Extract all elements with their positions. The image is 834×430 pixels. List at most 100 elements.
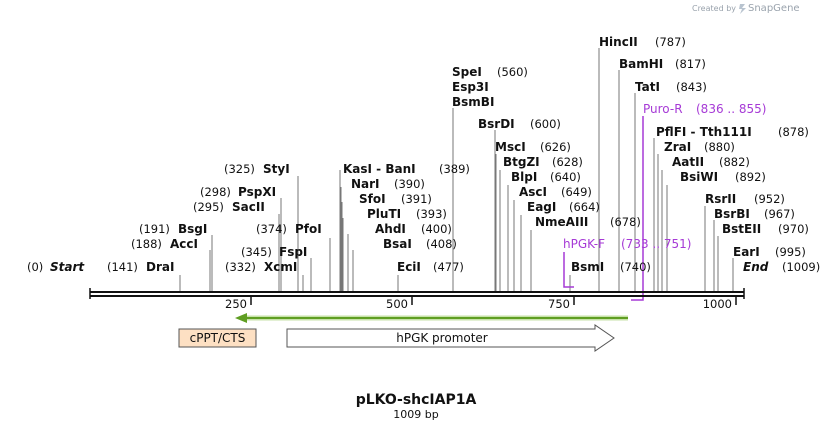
site-pos-zraI: (880) (704, 140, 735, 154)
site-name-accI: AccI (170, 237, 198, 251)
site-pos-end: (1009) (782, 260, 820, 274)
primer-puro-r-marker (631, 116, 644, 301)
site-name-zraI: ZraI (664, 140, 691, 154)
sequence-backbone (89, 288, 745, 299)
site-name-nmeAIII: NmeAIII (535, 215, 588, 229)
primer-markers (563, 116, 644, 301)
site-pos-earI: (995) (775, 245, 806, 259)
site-name-bsgI: BsgI (178, 222, 207, 236)
site-name-btgZI: BtgZI (503, 155, 540, 169)
site-name-sacII: SacII (232, 200, 265, 214)
site-name-styI: StyI (263, 162, 290, 176)
site-pos-bamHI: (817) (675, 57, 706, 71)
map-title: pLKO-shcIAP1A (356, 392, 477, 408)
site-name-ahdI: AhdI (375, 222, 406, 236)
site-name-tatI: TatI (635, 80, 660, 94)
site-pos-nmeAIII: (678) (610, 215, 641, 229)
site-pos-bsiWI: (892) (735, 170, 766, 184)
primer-name-puro-r: Puro-R (643, 102, 683, 116)
site-name-bsiWI: BsiWI (680, 170, 718, 184)
site-pos-bsgI: (191) (139, 222, 170, 236)
site-pos-hincII: (787) (655, 35, 686, 49)
map-title-block: pLKO-shcIAP1A 1009 bp (356, 392, 477, 421)
site-pos-pflFI: (878) (778, 125, 809, 139)
site-name-fspI: FspI (279, 245, 307, 259)
site-name-pluTI: PluTI (367, 207, 401, 221)
site-name-bstEII: BstEII (722, 222, 761, 236)
orf-arrow (235, 313, 628, 323)
site-name-end: End (743, 260, 769, 274)
site-pos-bsmI: (740) (620, 260, 651, 274)
ruler: 250 500 750 1000 (225, 296, 737, 311)
site-pos-bstEII: (970) (778, 222, 809, 236)
credit-brand: SnapGene (748, 3, 800, 14)
site-pos-ahdI: (400) (421, 222, 452, 236)
site-pos-narI: (390) (394, 177, 425, 191)
site-name-mscI: MscI (495, 140, 526, 154)
site-name-sfoI: SfoI (359, 192, 386, 206)
site-pos-pspXI: (298) (200, 185, 231, 199)
site-name-eciI: EciI (397, 260, 421, 274)
site-name-kasI-banI: KasI - BanI (343, 162, 416, 176)
primer-range-puro-r: (836 .. 855) (696, 102, 766, 116)
site-pos-xcmI: (332) (225, 260, 256, 274)
site-name-bsrDI: BsrDI (478, 117, 515, 131)
site-name-esp3I: Esp3I (452, 80, 489, 94)
snapgene-logo-icon (739, 4, 746, 14)
site-name-bamHI: BamHI (619, 57, 663, 71)
site-pos-draI: (141) (107, 260, 138, 274)
site-pos-bsrBI: (967) (764, 207, 795, 221)
site-name-pspXI: PspXI (238, 185, 276, 199)
site-name-pflFI-tth111I: PflFI - Tth111I (656, 125, 752, 139)
site-pos-bsrDI: (600) (530, 117, 561, 131)
site-pos-accI: (188) (131, 237, 162, 251)
snapgene-credit: Created by SnapGene (692, 3, 800, 14)
primer-name-hpgk-f: hPGK-F (563, 237, 605, 251)
site-name-bsmI: BsmI (571, 260, 604, 274)
site-pos-pfoI: (374) (256, 222, 287, 236)
site-pos-aatII: (882) (719, 155, 750, 169)
site-pos-bsaI: (408) (426, 237, 457, 251)
tick-label-250: 250 (225, 297, 247, 311)
site-pos-rsrII: (952) (754, 192, 785, 206)
tick-label-500: 500 (386, 297, 408, 311)
site-name-earI: EarI (733, 245, 760, 259)
site-name-rsrII: RsrII (705, 192, 736, 206)
feature-label-cppt-cts: cPPT/CTS (190, 331, 246, 345)
site-name-start: Start (50, 260, 85, 274)
site-name-pfoI: PfoI (295, 222, 322, 236)
site-name-narI: NarI (351, 177, 380, 191)
site-pos-blpI: (640) (550, 170, 581, 184)
primer-range-hpgk-f: (733 .. 751) (621, 237, 691, 251)
feature-cppt-cts[interactable]: cPPT/CTS (178, 328, 257, 348)
site-pos-ascI: (649) (561, 185, 592, 199)
site-pos-sfoI: (391) (401, 192, 432, 206)
map-length: 1009 bp (393, 408, 438, 421)
tick-label-750: 750 (548, 297, 570, 311)
site-name-aatII: AatII (672, 155, 704, 169)
site-name-blpI: BlpI (511, 170, 537, 184)
site-name-speI: SpeI (452, 65, 482, 79)
site-pos-mscI: (626) (540, 140, 571, 154)
site-pos-speI: (560) (497, 65, 528, 79)
site-name-bsmBI: BsmBI (452, 95, 494, 109)
site-pos-styI: (325) (224, 162, 255, 176)
site-pos-btgZI: (628) (552, 155, 583, 169)
site-name-hincII: HincII (599, 35, 638, 49)
site-pos-tatI: (843) (676, 80, 707, 94)
primer-labels: hPGK-F (733 .. 751) Puro-R (836 .. 855) (563, 102, 766, 251)
site-name-ascI: AscI (519, 185, 547, 199)
site-lines (179, 48, 734, 291)
feature-label-hpgk-promoter: hPGK promoter (396, 331, 488, 345)
feature-hpgk-promoter[interactable]: hPGK promoter (286, 324, 615, 352)
site-pos-eciI: (477) (433, 260, 464, 274)
site-name-draI: DraI (146, 260, 174, 274)
site-name-xcmI: XcmI (264, 260, 297, 274)
site-name-bsaI: BsaI (383, 237, 412, 251)
site-pos-pluTI: (393) (416, 207, 447, 221)
site-name-bsrBI: BsrBI (714, 207, 750, 221)
site-name-eagI: EagI (527, 200, 556, 214)
site-pos-start: (0) (27, 260, 43, 274)
primer-hpgk-f-marker (563, 252, 574, 288)
